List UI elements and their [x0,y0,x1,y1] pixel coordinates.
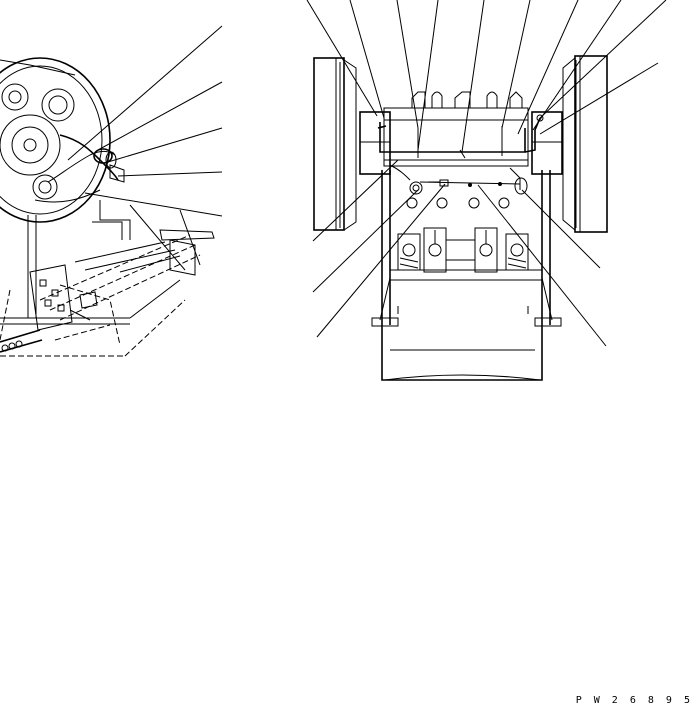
right-flywheel [562,55,608,233]
front-leaders-bottom [312,159,607,347]
front-view [306,0,667,381]
front-frame [371,170,562,381]
valve-block [29,264,121,346]
side-leaders [67,25,223,217]
side-harness [34,134,125,203]
cylinder [39,204,215,321]
drawing-id-label: P W 2 6 8 9 5 [575,695,693,706]
side-frame [0,200,186,357]
side-view [0,25,223,357]
flywheel [0,57,111,223]
mount-bolts [406,197,510,209]
front-harness [377,114,544,195]
left-flywheel [313,57,357,231]
springs [397,227,529,273]
hose [0,329,43,353]
front-leaders-top [306,0,667,153]
